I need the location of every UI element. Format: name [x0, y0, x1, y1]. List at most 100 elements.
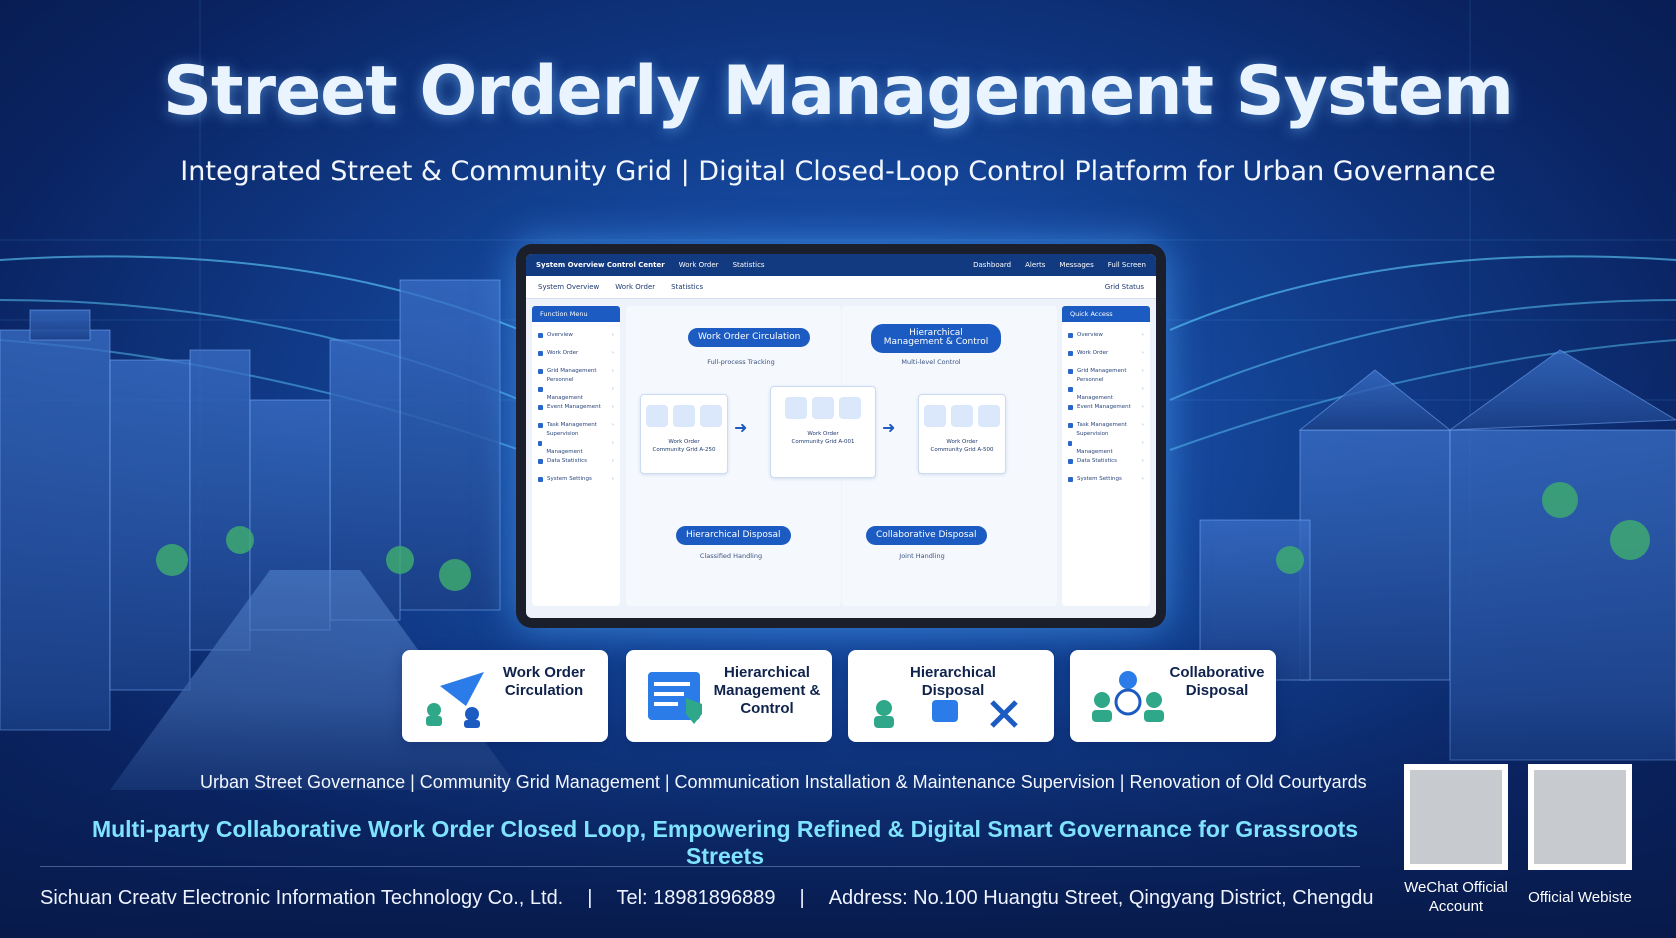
- chevron-right-icon: ›: [611, 422, 614, 428]
- topbar-dashboard[interactable]: Dashboard: [973, 261, 1012, 269]
- separator: |: [799, 887, 805, 909]
- topbar-item-statistics[interactable]: Statistics: [732, 261, 765, 269]
- menu-icon: [538, 386, 543, 392]
- nav-grid-status[interactable]: Grid Status: [1104, 283, 1144, 291]
- caption-full-process-tracking: Full-process Tracking: [707, 358, 775, 366]
- separator: |: [587, 887, 593, 909]
- menu-item[interactable]: Overview›: [538, 326, 614, 344]
- wechat-qr-label: WeChat Official Account: [1404, 879, 1508, 915]
- caption-multi-level-control: Multi-level Control: [901, 358, 961, 366]
- menu-icon: [538, 404, 543, 410]
- card-subtitle: Community Grid A-500: [930, 447, 994, 453]
- menu-item[interactable]: Data Statistics›: [1068, 452, 1144, 470]
- chevron-right-icon: ›: [611, 350, 614, 356]
- work-order-card[interactable]: Work Order Community Grid A-250: [640, 394, 728, 474]
- chevron-right-icon: ›: [1141, 458, 1144, 464]
- caption-classified-handling: Classified Handling: [699, 552, 763, 560]
- feature-card-hierarchical-disposal[interactable]: Hierarchical Disposal: [848, 650, 1054, 742]
- menu-icon: [1068, 350, 1073, 356]
- chevron-right-icon: ›: [611, 404, 614, 410]
- menu-item[interactable]: Personnel Management›: [1068, 377, 1144, 401]
- menu-item[interactable]: Work Order›: [1068, 344, 1144, 362]
- menu-item[interactable]: Personnel Management›: [538, 377, 614, 401]
- card-title: Work Order: [668, 439, 700, 445]
- user-icon: [839, 397, 861, 419]
- card-title: Work Order: [946, 439, 978, 445]
- topbar-messages[interactable]: Messages: [1059, 261, 1094, 269]
- menu-item[interactable]: Task Management›: [538, 416, 614, 434]
- menu-item[interactable]: Task Management›: [1068, 416, 1144, 434]
- work-order-card[interactable]: Work Order Community Grid A-001: [770, 386, 876, 478]
- divider: [40, 866, 1360, 867]
- tab-statistics[interactable]: Statistics: [671, 283, 704, 291]
- dashboard-screen: System Overview Control Center Work Orde…: [526, 254, 1156, 618]
- menu-item[interactable]: System Settings›: [1068, 470, 1144, 488]
- dashboard-brand: System Overview Control Center: [536, 261, 665, 269]
- menu-icon: [538, 440, 543, 446]
- pill-hierarchical-management[interactable]: Hierarchical Management & Control: [871, 324, 1001, 353]
- application-tags: Urban Street Governance | Community Grid…: [200, 772, 1367, 792]
- chevron-right-icon: ›: [611, 332, 614, 338]
- menu-item[interactable]: Supervision Management›: [1068, 431, 1144, 455]
- menu-item[interactable]: Grid Management›: [1068, 362, 1144, 380]
- chevron-right-icon: ›: [611, 440, 614, 446]
- user-tools-icon: [874, 700, 1018, 728]
- page-title: Street Orderly Management System: [163, 52, 1514, 131]
- paper-plane-icon: [426, 672, 484, 728]
- menu-icon: [538, 422, 543, 428]
- team-network-icon: [1092, 671, 1164, 722]
- menu-icon: [538, 368, 543, 374]
- topbar-alerts[interactable]: Alerts: [1025, 261, 1046, 269]
- feature-label: Hierarchical Management & Control: [713, 664, 821, 717]
- menu-icon: [1068, 458, 1073, 464]
- page-subtitle: Integrated Street & Community Grid | Dig…: [180, 156, 1496, 187]
- quick-access-menu: Quick Access Overview› Work Order› Grid …: [1062, 306, 1150, 606]
- menu-item[interactable]: Grid Management›: [538, 362, 614, 380]
- topbar-item-work-order[interactable]: Work Order: [678, 261, 719, 269]
- feature-label: Hierarchical Disposal: [910, 664, 996, 699]
- topbar-fullscreen[interactable]: Full Screen: [1107, 261, 1146, 269]
- feature-card-collaborative-disposal[interactable]: Collaborative Disposal: [1070, 650, 1276, 742]
- document-icon: [978, 405, 1000, 427]
- menu-item[interactable]: Data Statistics›: [538, 452, 614, 470]
- chevron-right-icon: ›: [611, 458, 614, 464]
- chevron-right-icon: ›: [611, 476, 614, 482]
- menu-item[interactable]: Work Order›: [538, 344, 614, 362]
- feature-card-hierarchical-management[interactable]: Hierarchical Management & Control: [626, 650, 832, 742]
- company-name: Sichuan Creatv Electronic Information Te…: [40, 887, 564, 909]
- tab-system-overview[interactable]: System Overview: [538, 283, 600, 291]
- website-qr-code: [1528, 764, 1632, 870]
- menu-icon: [1068, 476, 1073, 482]
- tab-work-order[interactable]: Work Order: [615, 283, 656, 291]
- arrow-right-icon: ➜: [882, 418, 896, 437]
- menu-item[interactable]: Event Management›: [538, 398, 614, 416]
- caption-joint-handling: Joint Handling: [899, 552, 945, 560]
- feature-label: Collaborative Disposal: [1169, 664, 1265, 699]
- wechat-qr-code: [1404, 764, 1508, 870]
- pill-collaborative-disposal[interactable]: Collaborative Disposal: [866, 526, 987, 546]
- menu-icon: [538, 458, 543, 464]
- arrow-right-icon: ➜: [734, 418, 748, 437]
- menu-icon: [1068, 440, 1073, 446]
- card-subtitle: Community Grid A-001: [791, 439, 855, 445]
- feature-card-work-order-circulation[interactable]: Work Order Circulation: [402, 650, 608, 742]
- pill-work-order-circulation[interactable]: Work Order Circulation: [688, 328, 811, 348]
- work-order-card[interactable]: Work Order Community Grid A-500: [918, 394, 1006, 474]
- menu-icon: [538, 476, 543, 482]
- menu-item[interactable]: Overview›: [1068, 326, 1144, 344]
- pill-hierarchical-disposal[interactable]: Hierarchical Disposal: [676, 526, 791, 546]
- menu-icon: [1068, 368, 1073, 374]
- chevron-right-icon: ›: [1141, 368, 1144, 374]
- menu-icon: [1068, 422, 1073, 428]
- chevron-right-icon: ›: [1141, 476, 1144, 482]
- menu-item[interactable]: Supervision Management›: [538, 431, 614, 455]
- address: Address: No.100 Huangtu Street, Qingyang…: [828, 887, 1374, 909]
- menu-item[interactable]: Event Management›: [1068, 398, 1144, 416]
- chevron-right-icon: ›: [1141, 422, 1144, 428]
- chevron-right-icon: ›: [1141, 404, 1144, 410]
- chevron-right-icon: ›: [1141, 332, 1144, 338]
- document-icon: [700, 405, 722, 427]
- chevron-right-icon: ›: [1141, 350, 1144, 356]
- menu-item[interactable]: System Settings›: [538, 470, 614, 488]
